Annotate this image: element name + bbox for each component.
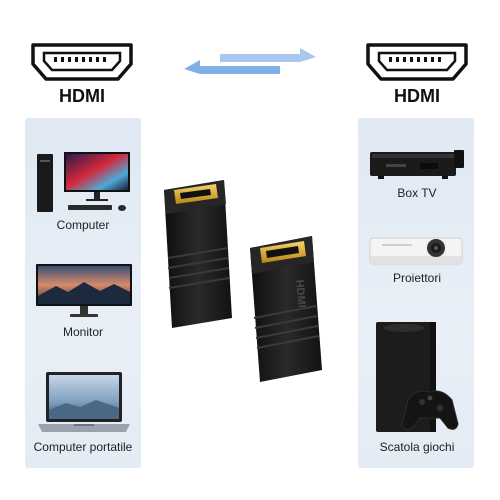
hdmi-coupler-back <box>164 180 232 328</box>
device-label-laptop: Computer portatile <box>33 440 133 454</box>
connector-hdmi-text: HDMI <box>293 279 307 308</box>
projector-icon <box>369 237 463 265</box>
game-console-icon <box>376 322 459 432</box>
hdmi-port-icon <box>31 43 133 81</box>
device-label-computer: Computer <box>56 218 110 232</box>
left-hdmi-heading: HDMI <box>59 86 105 106</box>
tv-box-icon <box>370 150 464 179</box>
hdmi-coupler-front: HDMI <box>250 236 322 382</box>
laptop-icon <box>38 372 130 432</box>
hdmi-coupler-pair: HDMI <box>164 180 322 382</box>
device-label-projector: Proiettori <box>392 271 442 285</box>
right-hdmi-heading: HDMI <box>394 86 440 106</box>
device-label-tv-box: Box TV <box>397 186 437 200</box>
monitor-icon <box>36 264 132 317</box>
device-label-monitor: Monitor <box>62 325 103 339</box>
device-label-game-console: Scatola giochi <box>379 440 455 454</box>
desktop-computer-icon <box>37 152 130 212</box>
hdmi-port-icon <box>366 43 468 81</box>
bidirectional-arrows-icon <box>184 48 316 74</box>
